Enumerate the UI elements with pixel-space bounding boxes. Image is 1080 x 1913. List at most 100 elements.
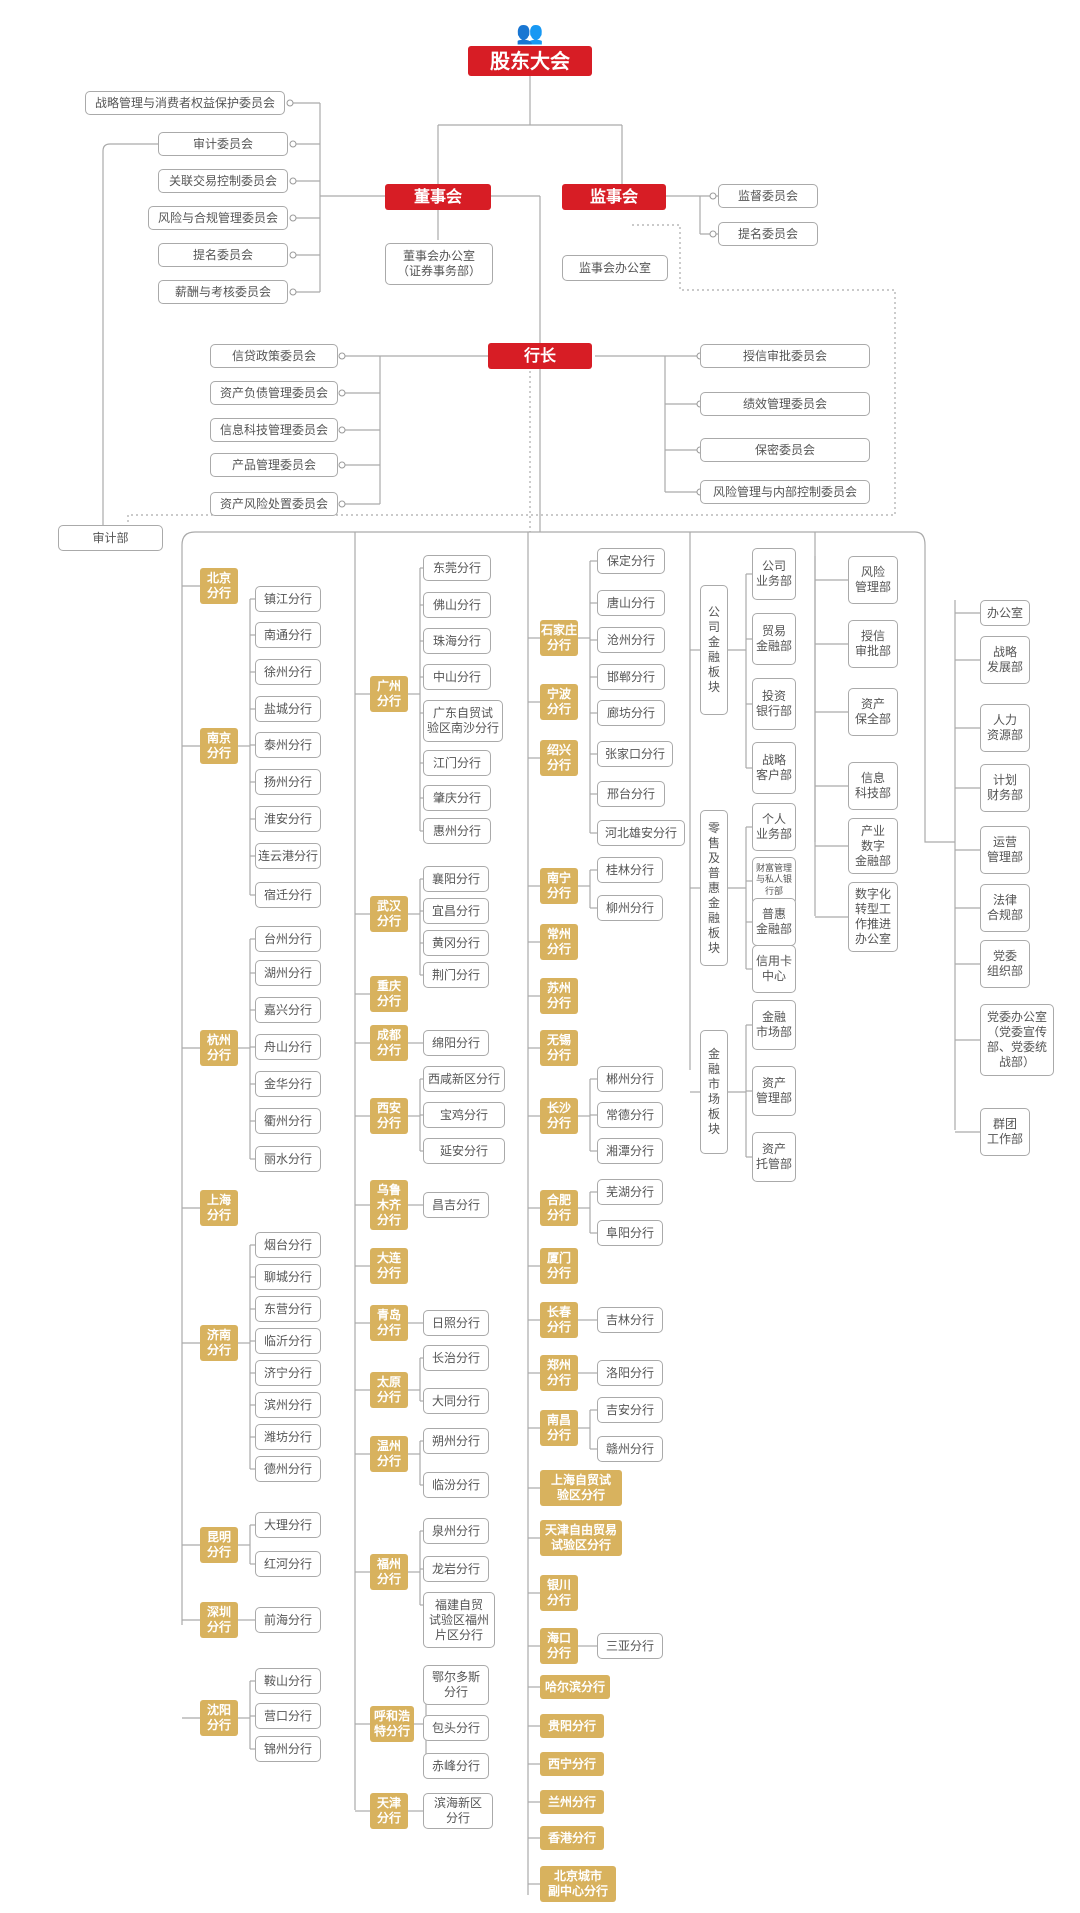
board-committee-item: 提名委员会 (158, 243, 288, 267)
sub-branch-item: 金华分行 (255, 1071, 321, 1097)
sub-branch-item: 佛山分行 (423, 592, 491, 618)
sub-branch-item: 大理分行 (255, 1512, 321, 1538)
department-box: 信息 科技部 (848, 762, 898, 810)
sub-branch-item: 黄冈分行 (423, 930, 489, 956)
functional-department: 战略 发展部 (980, 636, 1030, 684)
board-committee-item: 风险与合规管理委员会 (148, 206, 288, 230)
sub-branch-item: 吉安分行 (597, 1397, 663, 1423)
sub-branch-item: 济宁分行 (255, 1360, 321, 1386)
sub-branch-item: 郴州分行 (597, 1066, 663, 1092)
sub-branch-item: 泰州分行 (255, 732, 321, 758)
sub-branch-item: 廊坊分行 (597, 700, 665, 726)
sub-branch-item: 聊城分行 (255, 1264, 321, 1290)
sub-branch-item: 长治分行 (423, 1345, 489, 1371)
sub-branch-item: 朔州分行 (423, 1428, 489, 1454)
sub-branch-item: 惠州分行 (423, 818, 491, 844)
branch-box: 呼和浩 特分行 (370, 1706, 414, 1742)
sub-branch-item: 扬州分行 (255, 769, 321, 795)
sub-branch-item: 滨州分行 (255, 1392, 321, 1418)
sub-branch-item: 阜阳分行 (597, 1220, 663, 1246)
sub-branch-item: 东营分行 (255, 1296, 321, 1322)
branch-box: 南宁 分行 (540, 868, 578, 904)
sub-branch-item: 柳州分行 (597, 895, 663, 921)
functional-department: 党委 组织部 (980, 940, 1030, 988)
supervisor-committee-item: 监督委员会 (718, 184, 818, 208)
sub-branch-item: 大同分行 (423, 1388, 489, 1414)
branch-box: 绍兴 分行 (540, 740, 578, 776)
sub-branch-item: 昌吉分行 (423, 1192, 489, 1218)
branch-box: 上海 分行 (200, 1190, 238, 1226)
sub-branch-item: 衢州分行 (255, 1108, 321, 1134)
department-box: 资产 管理部 (752, 1066, 796, 1116)
functional-department: 法律 合规部 (980, 884, 1030, 932)
sub-branch-item: 淮安分行 (255, 806, 321, 832)
sub-branch-item: 保定分行 (597, 548, 665, 574)
sub-branch-item: 邢台分行 (597, 781, 665, 807)
department-box: 资产 托管部 (752, 1132, 796, 1182)
department-box: 信用卡 中心 (752, 945, 796, 993)
sub-branch-item: 赤峰分行 (423, 1753, 489, 1779)
supervisor-office: 监事会办公室 (562, 255, 668, 281)
sub-branch-item: 唐山分行 (597, 590, 665, 616)
sub-branch-item: 东莞分行 (423, 555, 491, 581)
branch-box: 合肥 分行 (540, 1190, 578, 1226)
president-committee-right: 风险管理与内部控制委员会 (700, 480, 870, 504)
branch-box: 海口 分行 (540, 1628, 578, 1664)
sub-branch-item: 湖州分行 (255, 960, 321, 986)
branch-box: 厦门 分行 (540, 1248, 578, 1284)
sub-branch-item: 绵阳分行 (423, 1030, 489, 1056)
sub-branch-item: 广东自贸试 验区南沙分行 (423, 700, 503, 742)
president-committee-right: 授信审批委员会 (700, 344, 870, 368)
branch-box: 深圳 分行 (200, 1602, 238, 1638)
branch-box: 乌鲁 木齐 分行 (370, 1180, 408, 1230)
department-box: 贸易 金融部 (752, 613, 796, 665)
sub-branch-item: 镇江分行 (255, 586, 321, 612)
branch-box: 天津 分行 (370, 1793, 408, 1829)
president-committee-left: 信息科技管理委员会 (210, 418, 338, 442)
functional-department: 群团 工作部 (980, 1108, 1030, 1156)
branch-box: 宁波 分行 (540, 684, 578, 720)
board-office: 董事会办公室 （证券事务部） (385, 243, 493, 285)
segment-box: 金 融 市 场 板 块 (700, 1030, 728, 1154)
department-box: 个人 业务部 (752, 803, 796, 851)
functional-department: 运营 管理部 (980, 826, 1030, 874)
board-of-supervisors: 监事会 (562, 184, 666, 210)
sub-branch-item: 沧州分行 (597, 627, 665, 653)
sub-branch-item: 中山分行 (423, 664, 491, 690)
branch-box: 太原 分行 (370, 1372, 408, 1408)
branch-box: 南昌 分行 (540, 1410, 578, 1446)
president-committee-left: 信贷政策委员会 (210, 344, 338, 368)
president-committee-left: 资产风险处置委员会 (210, 492, 338, 516)
branch-box: 青岛 分行 (370, 1305, 408, 1341)
sub-branch-item: 西咸新区分行 (423, 1066, 505, 1092)
sub-branch-item: 三亚分行 (597, 1633, 663, 1659)
department-box: 授信 审批部 (848, 620, 898, 668)
branch-box: 贵阳分行 (540, 1714, 604, 1738)
president: 行长 (488, 343, 592, 369)
department-box: 产业 数字 金融部 (848, 818, 898, 874)
sub-branch-item: 河北雄安分行 (597, 820, 685, 846)
sub-branch-item: 江门分行 (423, 750, 491, 776)
department-box: 金融 市场部 (752, 1000, 796, 1050)
sub-branch-item: 日照分行 (423, 1310, 489, 1336)
sub-branch-item: 营口分行 (255, 1703, 321, 1729)
sub-branch-item: 延安分行 (423, 1138, 505, 1164)
board-committee-item: 战略管理与消费者权益保护委员会 (85, 91, 285, 115)
branch-box: 香港分行 (540, 1826, 604, 1850)
branch-box: 石家庄 分行 (540, 620, 578, 656)
branch-box: 温州 分行 (370, 1436, 408, 1472)
sub-branch-item: 烟台分行 (255, 1232, 321, 1258)
functional-department: 人力 资源部 (980, 704, 1030, 752)
sub-branch-item: 嘉兴分行 (255, 997, 321, 1023)
president-committee-left: 产品管理委员会 (210, 453, 338, 477)
department-box: 资产 保全部 (848, 688, 898, 736)
branch-box: 苏州 分行 (540, 978, 578, 1014)
branch-box: 武汉 分行 (370, 896, 408, 932)
functional-department: 党委办公室 （党委宣传 部、党委统 战部） (980, 1004, 1054, 1076)
sub-branch-item: 湘潭分行 (597, 1138, 663, 1164)
sub-branch-item: 红河分行 (255, 1551, 321, 1577)
sub-branch-item: 丽水分行 (255, 1146, 321, 1172)
branch-box: 兰州分行 (540, 1790, 604, 1814)
